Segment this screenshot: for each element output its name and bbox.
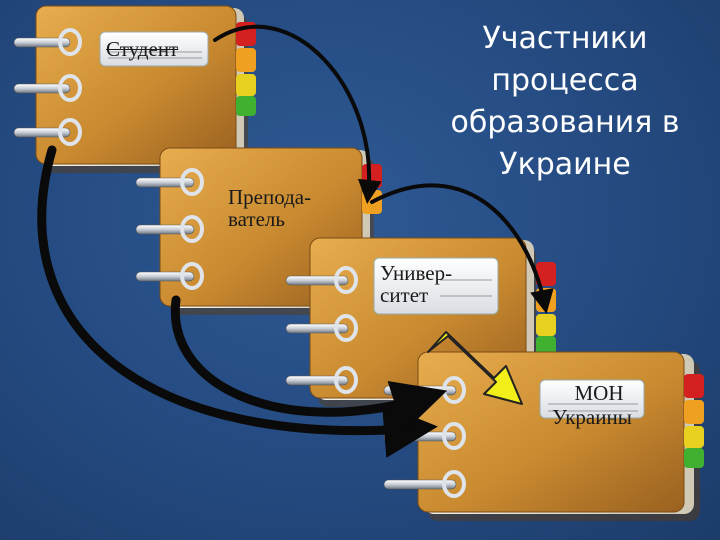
- label-mon-line: Украины: [552, 405, 632, 429]
- connection-arrows: [37, 24, 554, 458]
- label-plate: [539, 379, 645, 419]
- label-university-line: Универ-: [380, 261, 453, 285]
- tab-orange-icon: [684, 400, 704, 424]
- arrow-student-to-teacher: [213, 24, 382, 204]
- tab-red-icon: [362, 164, 382, 188]
- tab-red-icon: [536, 262, 556, 286]
- notebook-mon: [383, 351, 704, 521]
- tab-yellow-icon: [236, 74, 256, 96]
- label-university-line: ситет: [380, 283, 429, 307]
- title-line: Участники: [482, 21, 648, 56]
- spiral-binding-icon: [135, 168, 204, 290]
- label-student-line: Студент: [106, 37, 179, 61]
- arrow-student-to-mon: [37, 145, 438, 458]
- label-university: Универ- ситет: [380, 262, 452, 306]
- tab-orange-icon: [536, 288, 556, 312]
- tab-red-icon: [684, 374, 704, 398]
- page-title: Участники процесса образования в Украине: [430, 18, 700, 186]
- label-student: Студент: [106, 38, 178, 60]
- label-plate: [373, 257, 499, 315]
- tab-yellow-icon: [684, 426, 704, 448]
- notebook-student: [13, 5, 256, 173]
- tab-orange-icon: [236, 48, 256, 72]
- tab-green-icon: [536, 336, 556, 356]
- label-teacher: Препода- ватель: [228, 186, 311, 230]
- tab-yellow-icon: [536, 314, 556, 336]
- title-line: Украине: [499, 147, 631, 182]
- yellow-arrow-icon: [427, 331, 523, 405]
- title-line: процесса: [491, 63, 639, 98]
- spiral-binding-icon: [13, 28, 82, 146]
- title-line: образования в: [450, 105, 680, 140]
- arrow-teacher-to-mon: [170, 295, 448, 433]
- label-mon-line: МОН: [574, 381, 624, 405]
- arrow-teacher-to-university: [370, 183, 554, 314]
- spiral-binding-icon: [285, 266, 358, 394]
- label-mon: МОН Украины: [540, 382, 644, 428]
- tab-green-icon: [236, 96, 256, 116]
- tab-green-icon: [684, 448, 704, 468]
- label-teacher-line: Препода-: [228, 185, 312, 209]
- label-teacher-line: ватель: [228, 207, 285, 231]
